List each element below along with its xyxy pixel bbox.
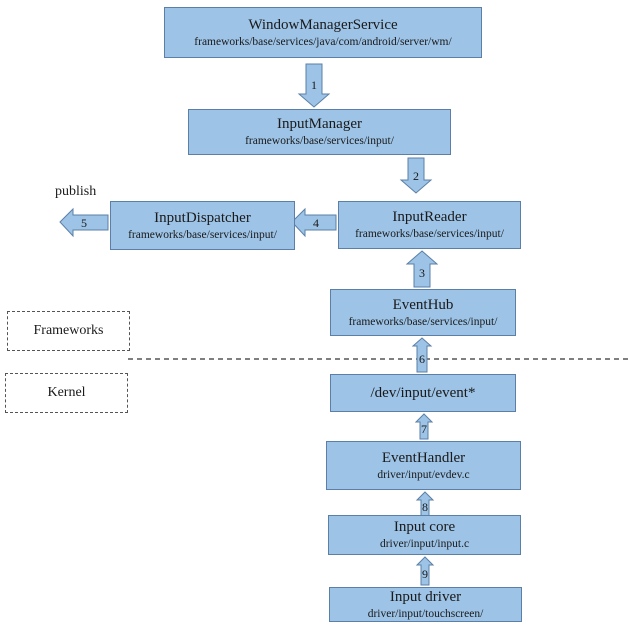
arrow-3-label: 3 bbox=[419, 266, 425, 280]
window-manager-service-path: frameworks/base/services/java/com/androi… bbox=[194, 35, 452, 48]
input-driver-box: Input driver driver/input/touchscreen/ bbox=[329, 587, 522, 622]
arrow-9-label: 9 bbox=[422, 567, 428, 581]
window-manager-service-title: WindowManagerService bbox=[248, 16, 398, 33]
input-dispatcher-box: InputDispatcher frameworks/base/services… bbox=[110, 201, 295, 250]
arrow-3: 3 bbox=[405, 250, 439, 288]
arrow-8: 8 bbox=[415, 491, 435, 517]
dev-input-title: /dev/input/event* bbox=[370, 384, 476, 401]
arrow-4: 4 bbox=[291, 207, 337, 238]
arrow-5: 5 bbox=[59, 207, 109, 238]
input-dispatcher-title: InputDispatcher bbox=[154, 209, 251, 226]
arrow-8-label: 8 bbox=[422, 500, 428, 514]
event-hub-box: EventHub frameworks/base/services/input/ bbox=[330, 289, 516, 336]
input-core-box: Input core driver/input/input.c bbox=[328, 515, 521, 555]
event-handler-title: EventHandler bbox=[381, 449, 466, 466]
input-driver-path: driver/input/touchscreen/ bbox=[367, 607, 484, 620]
input-driver-title: Input driver bbox=[389, 588, 462, 605]
kernel-layer-label: Kernel bbox=[5, 373, 128, 413]
input-manager-path: frameworks/base/services/input/ bbox=[245, 135, 394, 147]
arrow-5-label: 5 bbox=[81, 216, 87, 230]
event-handler-path: driver/input/evdev.c bbox=[377, 468, 470, 481]
arrow-2-label: 2 bbox=[413, 169, 419, 183]
arrow-1: 1 bbox=[297, 63, 331, 108]
arrow-4-label: 4 bbox=[313, 216, 319, 230]
arrow-1-label: 1 bbox=[311, 78, 317, 92]
input-dispatcher-path: frameworks/base/services/input/ bbox=[128, 228, 277, 241]
input-reader-box: InputReader frameworks/base/services/inp… bbox=[338, 201, 521, 249]
input-manager-title: InputManager bbox=[277, 116, 362, 132]
arrow-6: 6 bbox=[411, 337, 433, 373]
input-core-title: Input core bbox=[393, 519, 456, 535]
event-handler-box: EventHandler driver/input/evdev.c bbox=[326, 441, 521, 490]
frameworks-layer-label: Frameworks bbox=[7, 311, 130, 351]
arrow-9: 9 bbox=[415, 556, 435, 586]
publish-label: publish bbox=[55, 184, 97, 199]
arrow-7-label: 7 bbox=[421, 422, 427, 436]
arrow-6-label: 6 bbox=[419, 352, 425, 366]
dev-input-box: /dev/input/event* bbox=[330, 374, 516, 412]
input-reader-title: InputReader bbox=[392, 209, 467, 225]
input-reader-path: frameworks/base/services/input/ bbox=[355, 228, 504, 240]
input-manager-box: InputManager frameworks/base/services/in… bbox=[188, 109, 451, 155]
event-hub-title: EventHub bbox=[392, 296, 454, 313]
arrow-2: 2 bbox=[399, 157, 433, 194]
input-core-path: driver/input/input.c bbox=[379, 538, 470, 550]
event-hub-path: frameworks/base/services/input/ bbox=[348, 315, 498, 328]
window-manager-service-box: WindowManagerService frameworks/base/ser… bbox=[164, 7, 482, 58]
arrow-7: 7 bbox=[414, 413, 434, 440]
